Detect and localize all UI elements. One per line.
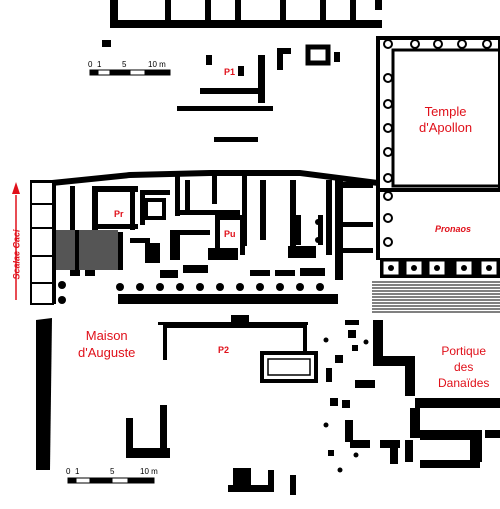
label-pronaos: Pronaos [435,224,472,234]
top-structure [110,0,382,28]
label-scalae-caci: Scalae Caci [11,229,22,280]
scale-bar-top [89,69,171,76]
label-temple: Temple d'Apollon [419,104,473,136]
p2-court [158,315,318,383]
column-dots [58,219,324,304]
temple-stairs [372,281,500,313]
upper-walls [102,40,340,142]
portico-dots [323,337,369,473]
scale-bottom-tick-1: 1 [75,467,80,476]
label-portique: Portique des Danaïdes [438,344,490,391]
label-maison: Maison d'Auguste [78,328,136,360]
scale-bar-bottom [67,477,155,484]
scale-bottom-tick-0: 0 [66,467,71,476]
scalae-arrow [12,182,20,300]
scale-bottom-tick-10: 10 m [140,467,158,476]
scale-top-tick-5: 5 [122,60,127,69]
temple-apollo [376,36,500,260]
house-walls [30,170,378,305]
label-pr: Pr [114,209,124,219]
temple-columns [383,39,492,247]
pronaos-col-dots [388,265,492,271]
label-p2: P2 [218,345,230,355]
scale-top-tick-10: 10 m [148,60,166,69]
label-p1: P1 [224,67,236,77]
scale-top-tick-0: 0 [88,60,93,69]
shaded-room [56,230,118,270]
portico-walls [326,320,500,468]
scale-bottom-tick-5: 5 [110,467,115,476]
label-pu: Pu [224,229,236,239]
scale-top-tick-1: 1 [97,60,102,69]
lower-walls [36,318,296,495]
